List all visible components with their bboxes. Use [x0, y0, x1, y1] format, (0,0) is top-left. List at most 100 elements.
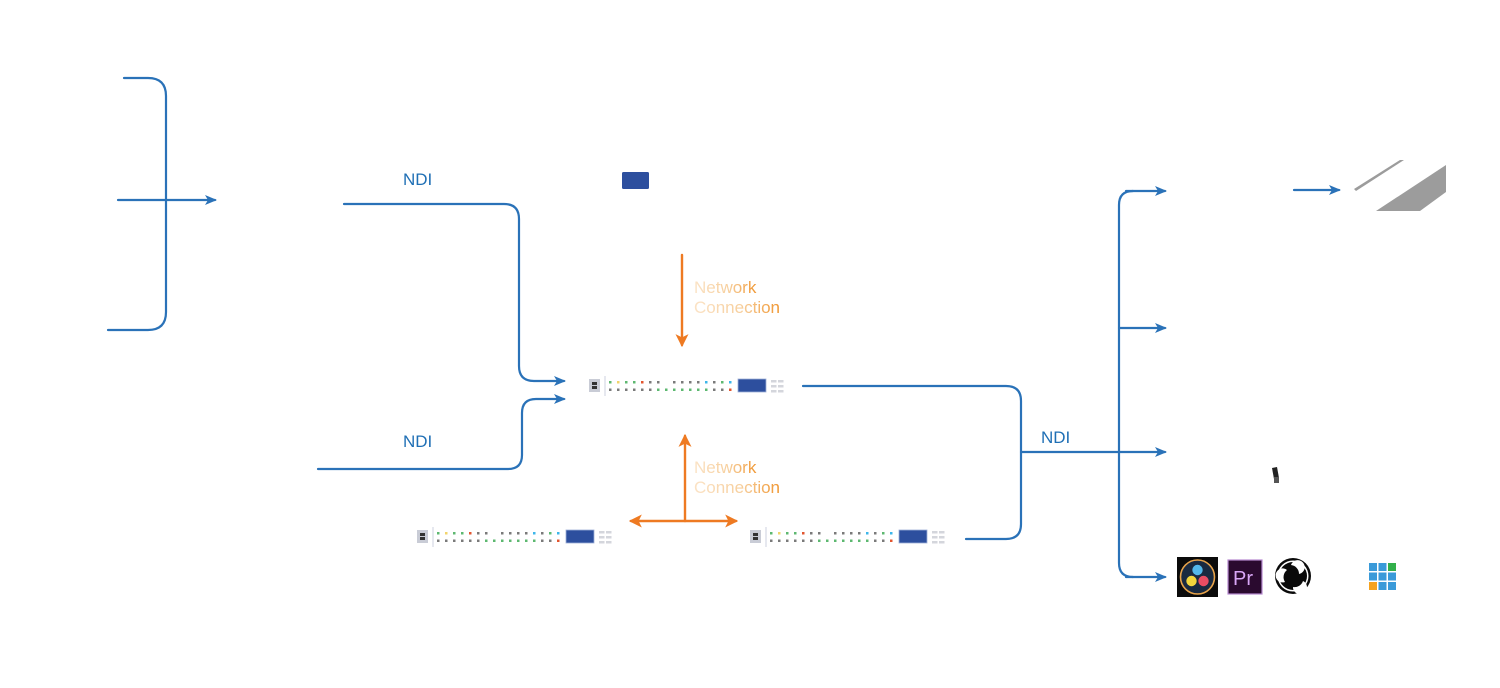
power-slot: [592, 386, 597, 389]
port-led: [557, 532, 560, 535]
ndi-top-wire: [342, 202, 566, 386]
port-led: [525, 539, 528, 542]
grid-app-cell: [1369, 563, 1377, 571]
port-led: [794, 532, 797, 535]
port-led: [834, 539, 837, 542]
port-led: [882, 532, 885, 535]
port-led: [541, 532, 544, 535]
port-led: [549, 532, 552, 535]
port-led: [541, 539, 544, 542]
port-led: [794, 539, 797, 542]
power-module-icon: [750, 530, 761, 543]
port-led: [657, 388, 660, 391]
network-label-bottom-line2: Connection: [694, 478, 780, 497]
port-led: [858, 532, 861, 535]
port-led: [617, 381, 620, 384]
ndi-output-merge: NDI: [801, 384, 1120, 541]
switch-vent: [606, 531, 612, 534]
port-led: [802, 532, 805, 535]
switch-vent: [606, 536, 612, 539]
port-led: [705, 381, 708, 384]
port-led: [509, 532, 512, 535]
port-led: [557, 539, 560, 542]
port-led: [445, 532, 448, 535]
power-module-icon: [417, 530, 428, 543]
port-led: [689, 381, 692, 384]
ndi-feed-bottom: NDI: [316, 394, 566, 471]
port-led: [778, 532, 781, 535]
switch-vent: [778, 390, 784, 393]
port-led: [641, 381, 644, 384]
port-led: [633, 388, 636, 391]
port-led: [890, 532, 893, 535]
port-led: [802, 539, 805, 542]
switch-sfp-panel: [565, 529, 595, 544]
port-led: [501, 539, 504, 542]
port-led: [818, 539, 821, 542]
davinci-resolve-icon: [1177, 557, 1218, 597]
ndi-label-right: NDI: [1041, 428, 1070, 447]
ndi-label-top: NDI: [403, 170, 432, 189]
ndi-label-bottom: NDI: [403, 432, 432, 451]
port-led: [697, 381, 700, 384]
port-led: [445, 539, 448, 542]
port-led: [729, 381, 732, 384]
port-led: [874, 539, 877, 542]
port-led: [681, 381, 684, 384]
power-slot: [753, 537, 758, 540]
network-label-top-line1: Network: [694, 278, 757, 297]
port-led: [673, 388, 676, 391]
port-led: [617, 388, 620, 391]
port-led: [689, 388, 692, 391]
distribution-bracket: [1117, 186, 1167, 582]
power-module-icon: [589, 379, 600, 392]
network-connection-bottom: Network Connection: [628, 433, 780, 528]
port-led: [649, 388, 652, 391]
port-led: [549, 539, 552, 542]
port-led: [842, 532, 845, 535]
switch-vent: [939, 531, 945, 534]
port-led: [641, 388, 644, 391]
port-led: [453, 539, 456, 542]
power-slot: [420, 533, 425, 536]
port-led: [729, 388, 732, 391]
port-led: [533, 539, 536, 542]
port-led: [705, 388, 708, 391]
port-led: [721, 381, 724, 384]
port-led: [517, 539, 520, 542]
switch-vent: [778, 380, 784, 383]
port-led: [810, 539, 813, 542]
port-led: [713, 388, 716, 391]
port-led: [477, 539, 480, 542]
port-led: [509, 539, 512, 542]
distribution-spine: [1117, 189, 1135, 579]
power-slot: [753, 533, 758, 536]
port-led: [477, 532, 480, 535]
switch-vent: [771, 385, 777, 388]
port-led: [721, 388, 724, 391]
port-led: [786, 539, 789, 542]
port-led: [493, 539, 496, 542]
grid-app-cell: [1388, 582, 1396, 590]
port-led: [609, 388, 612, 391]
port-led: [501, 532, 504, 535]
switch-vent: [778, 385, 784, 388]
network-label-top-line2: Connection: [694, 298, 780, 317]
port-led: [649, 381, 652, 384]
port-led: [778, 539, 781, 542]
switch-vent: [932, 536, 938, 539]
core-switch-output-wire: [801, 384, 1023, 541]
ndi-feed-top: NDI: [342, 170, 566, 386]
grid-app-cell: [1378, 563, 1387, 571]
port-led: [866, 532, 869, 535]
port-led: [826, 539, 829, 542]
obs-icon: [1275, 558, 1311, 595]
port-led: [625, 381, 628, 384]
port-led: [786, 532, 789, 535]
port-led: [461, 539, 464, 542]
network-label-bottom-line1: Network: [694, 458, 757, 477]
edge-switch-left: [417, 527, 612, 547]
switch-sfp-panel: [737, 378, 767, 393]
port-led: [517, 532, 520, 535]
port-led: [437, 539, 440, 542]
